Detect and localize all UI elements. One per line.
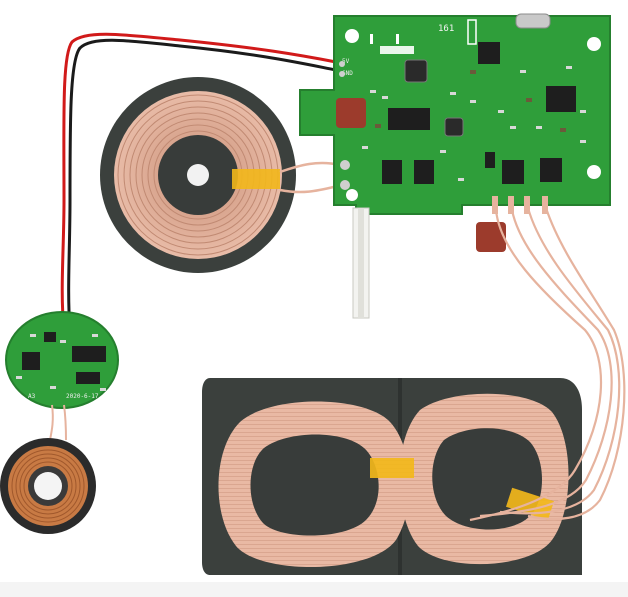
film-capacitor — [476, 222, 506, 252]
chip — [388, 108, 430, 130]
coil-center-left — [250, 434, 379, 536]
coil-leads — [469, 207, 626, 522]
pad-label-gnd: GND — [342, 70, 353, 77]
chip — [540, 158, 562, 182]
tape-strip — [370, 458, 414, 478]
caption-bar — [0, 582, 628, 597]
chip — [414, 160, 434, 184]
pad-label-5v: 5V — [342, 58, 350, 65]
round-board: 2020-6-17 A3 — [5, 311, 119, 441]
tape-strip — [232, 169, 280, 189]
small-coil — [0, 438, 96, 534]
round-board-ref: A3 — [28, 393, 36, 400]
chip — [502, 160, 524, 184]
double-coil — [202, 378, 582, 575]
film-capacitor — [336, 98, 366, 128]
board-label: 161 — [438, 24, 454, 34]
usb-c-port — [515, 13, 551, 29]
center-hole — [187, 164, 209, 186]
main-board: 161 5V GND — [299, 13, 611, 215]
round-board-label: 2020-6-17 — [66, 393, 99, 400]
chip — [478, 42, 500, 64]
single-coil — [100, 77, 343, 273]
power-wires — [60, 32, 337, 331]
chip — [546, 86, 576, 112]
chip — [382, 160, 402, 184]
